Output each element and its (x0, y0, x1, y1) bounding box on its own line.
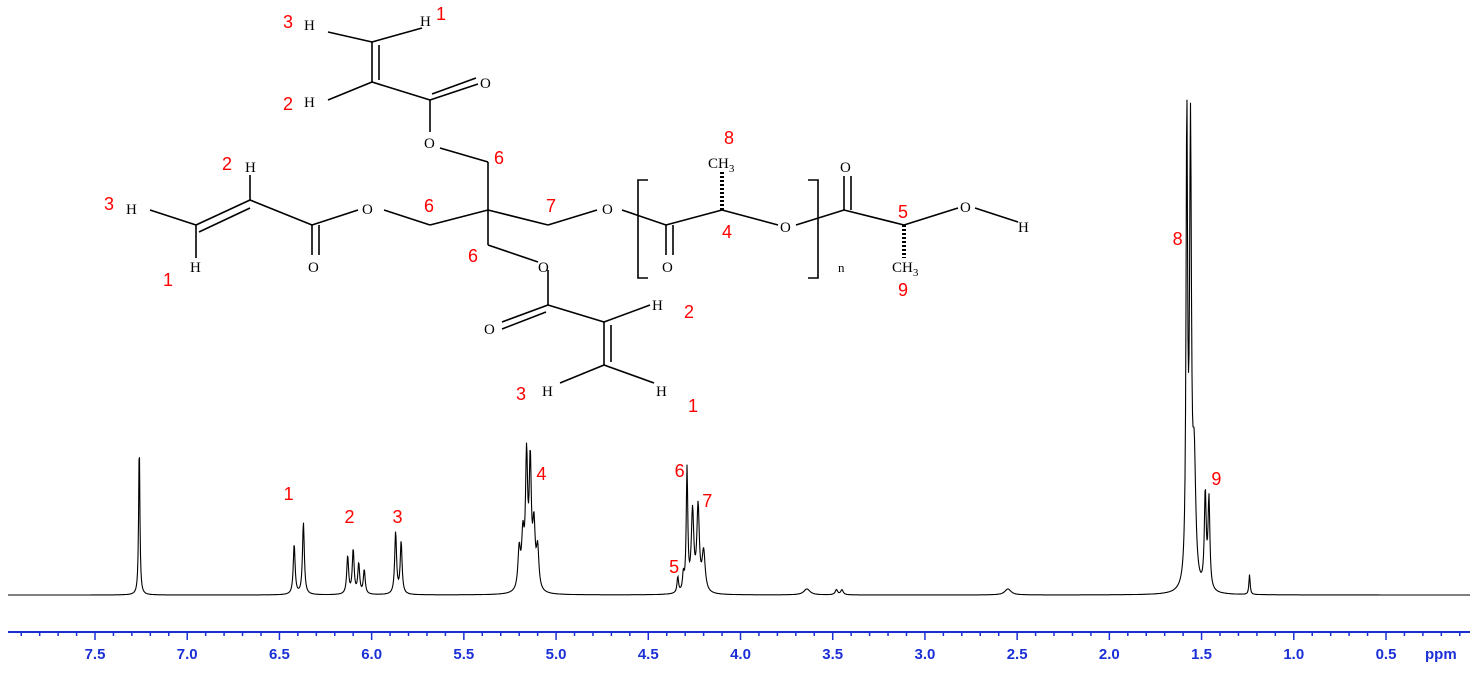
label-c6-left: 6 (424, 196, 434, 216)
x-tick-label: 6.0 (361, 646, 382, 663)
atom-h-left3: H (126, 202, 137, 218)
methyl-end-ch: CH (892, 260, 913, 276)
x-tick-label: 3.0 (914, 646, 935, 663)
label-c8: 8 (724, 128, 734, 148)
atom-o-lactide-carbonyl: O (662, 260, 673, 276)
atom-h-bottom1: H (656, 384, 667, 400)
atom-o-bottom-carbonyl: O (484, 322, 495, 338)
atom-h-top1: H (420, 14, 431, 30)
x-tick-label: 7.5 (85, 646, 106, 663)
x-axis: 7.5 7.0 6.5 6.0 5.5 5.0 4.5 4.0 3.5 3.0 2.5 2.0 1.5 1… (8, 631, 1470, 663)
atom-o-lactide-ester: O (780, 220, 791, 236)
atom-h-left2: H (245, 160, 256, 176)
methyl-top: CH3 (708, 156, 735, 175)
label-c6-bottom: 6 (468, 246, 478, 266)
peak-label-3: 3 (392, 507, 402, 527)
atom-o-top-ester: O (424, 136, 435, 152)
methyl-end: CH3 (892, 260, 919, 279)
atom-o-hydroxyl: O (960, 200, 971, 216)
label-top-h2: 2 (283, 94, 293, 114)
x-axis-ticks (20, 632, 1461, 640)
x-tick-label: 4.0 (730, 646, 751, 663)
x-axis-tick-labels: 7.5 7.0 6.5 6.0 5.5 5.0 4.5 4.0 3.5 3.0 2.5 2.0 1.5 1… (85, 646, 1397, 663)
peak-label-8: 8 (1173, 229, 1183, 249)
x-tick-label: 2.5 (1007, 646, 1028, 663)
x-tick-label: 5.0 (546, 646, 567, 663)
x-tick-label: 4.5 (638, 646, 659, 663)
atom-o-bottom-ester: O (538, 260, 549, 276)
atom-h-left1: H (190, 260, 201, 276)
label-c6-top: 6 (494, 148, 504, 168)
x-tick-label: 5.5 (453, 646, 474, 663)
label-left-h3: 3 (104, 194, 114, 214)
chemical-structure: H H H O O H H H O O O O O H H H O O O O … (104, 4, 1029, 416)
peak-label-4: 4 (536, 464, 546, 484)
x-tick-label: 1.0 (1283, 646, 1304, 663)
peak-label-9: 9 (1211, 469, 1221, 489)
label-bottom-h3: 3 (516, 384, 526, 404)
atom-o-left-ester: O (362, 202, 373, 218)
label-bottom-h2: 2 (684, 302, 694, 322)
spectrum-trace (8, 99, 1470, 596)
x-axis-label: ppm (1425, 646, 1457, 663)
label-top-h1: 1 (436, 4, 446, 24)
label-bottom-h1: 1 (688, 396, 698, 416)
structure-labels: 3 1 2 2 3 1 6 6 6 7 8 4 5 9 2 3 1 (104, 4, 908, 416)
structure-bonds (149, 27, 1019, 384)
label-c9: 9 (898, 280, 908, 300)
atom-h-hydroxyl: H (1018, 220, 1029, 236)
atom-o-core: O (602, 202, 613, 218)
label-c4: 4 (722, 222, 732, 242)
label-top-h3: 3 (283, 12, 293, 32)
label-left-h2: 2 (222, 154, 232, 174)
x-tick-label: 6.5 (269, 646, 290, 663)
peak-label-5: 5 (669, 557, 679, 577)
x-tick-label: 1.5 (1191, 646, 1212, 663)
methyl-top-ch: CH (708, 156, 729, 172)
atom-h-top2: H (304, 95, 315, 111)
peak-label-2: 2 (345, 507, 355, 527)
atom-h-bottom3: H (542, 384, 553, 400)
peak-label-7: 7 (702, 491, 712, 511)
atom-h-bottom2: H (652, 298, 663, 314)
methyl-top-sub: 3 (729, 163, 735, 175)
label-c7: 7 (546, 196, 556, 216)
peak-label-1: 1 (284, 484, 294, 504)
x-tick-label: 2.0 (1099, 646, 1120, 663)
x-tick-label: 3.5 (822, 646, 843, 663)
structure-atoms: H H H O O H H H O O O O O H H H O O O O … (126, 14, 1029, 400)
atom-o-top-carbonyl: O (480, 76, 491, 92)
atom-o-left-carbonyl: O (308, 260, 319, 276)
atom-o-end-carbonyl: O (840, 160, 851, 176)
label-left-h1: 1 (163, 270, 173, 290)
x-tick-label: 0.5 (1376, 646, 1397, 663)
label-c5: 5 (898, 202, 908, 222)
methyl-end-sub: 3 (913, 267, 919, 279)
atom-h-top3: H (304, 18, 315, 34)
x-tick-label: 7.0 (177, 646, 198, 663)
peak-label-6: 6 (675, 461, 685, 481)
repeat-n: n (838, 260, 845, 275)
